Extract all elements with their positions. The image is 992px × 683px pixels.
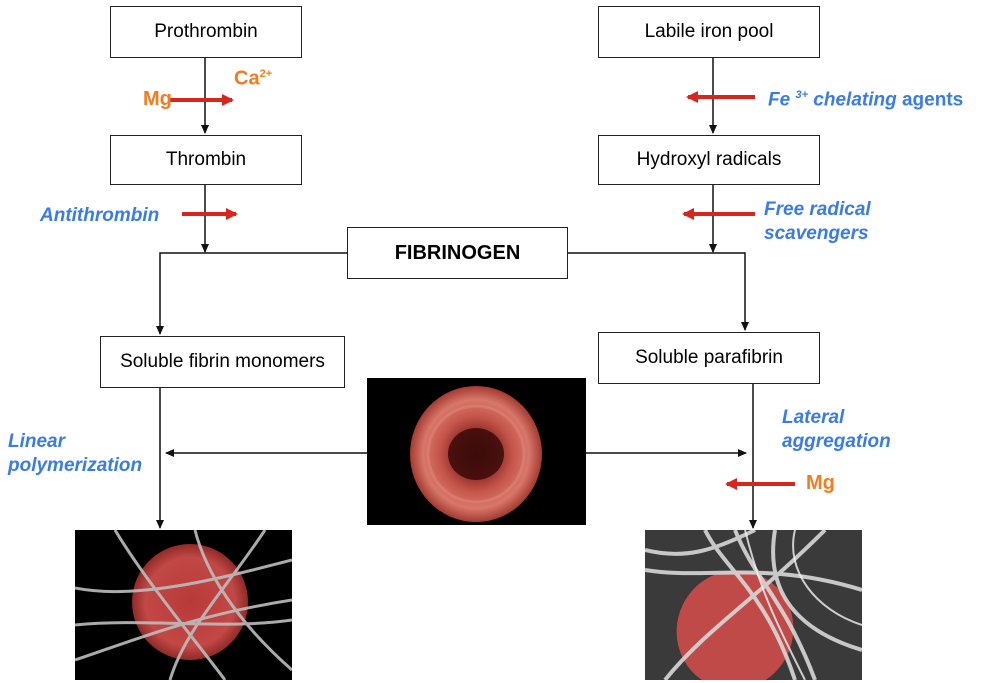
soluble-fibrin-monomers-box: Soluble fibrin monomers bbox=[100, 336, 345, 388]
fe-agents-text: agents bbox=[901, 89, 964, 111]
arrow-fibrinogen-left bbox=[156, 252, 347, 335]
ca-label: Ca2+ bbox=[234, 63, 272, 91]
mg-label-right: Mg bbox=[806, 472, 835, 494]
fe-superscript: 3+ bbox=[795, 89, 809, 101]
ca-superscript: 2+ bbox=[259, 68, 273, 80]
red-blood-cell-image bbox=[367, 378, 586, 525]
lateral-aggregation-illustration bbox=[645, 530, 862, 680]
prothrombin-box: Prothrombin bbox=[110, 6, 302, 58]
lateral-aggregation-label-line2: aggregation bbox=[782, 431, 891, 452]
linear-fibrin-illustration bbox=[75, 530, 292, 680]
labile-iron-pool-box: Labile iron pool bbox=[598, 6, 820, 58]
linear-polymerization-label-line1: Linear bbox=[8, 431, 66, 452]
mg-label-left: Mg bbox=[143, 88, 172, 110]
rbc-illustration bbox=[410, 386, 542, 522]
linear-polymerization-label-line2: polymerization bbox=[8, 455, 143, 476]
fe-chelating-label: Fe 3+ chelating agents bbox=[768, 84, 963, 111]
linear-fibrin-cell-image bbox=[75, 530, 292, 680]
antithrombin-label: Antithrombin bbox=[40, 205, 160, 226]
free-radical-label-line1: Free radical bbox=[764, 199, 871, 220]
fe-text: Fe bbox=[768, 89, 791, 111]
soluble-parafibrin-box: Soluble parafibrin bbox=[598, 332, 820, 384]
fibrinogen-box: FIBRINOGEN bbox=[347, 227, 568, 279]
lateral-aggregation-label-line1: Lateral bbox=[782, 407, 845, 428]
ca-text: Ca bbox=[234, 67, 260, 90]
arrow-fibrinogen-right bbox=[568, 252, 749, 331]
hydroxyl-radicals-box: Hydroxyl radicals bbox=[598, 135, 820, 185]
fe-chelating-text: chelating bbox=[813, 89, 897, 111]
lateral-aggregation-cell-image bbox=[645, 530, 862, 680]
thrombin-box: Thrombin bbox=[110, 135, 302, 185]
free-radical-label-line2: scavengers bbox=[764, 223, 869, 244]
